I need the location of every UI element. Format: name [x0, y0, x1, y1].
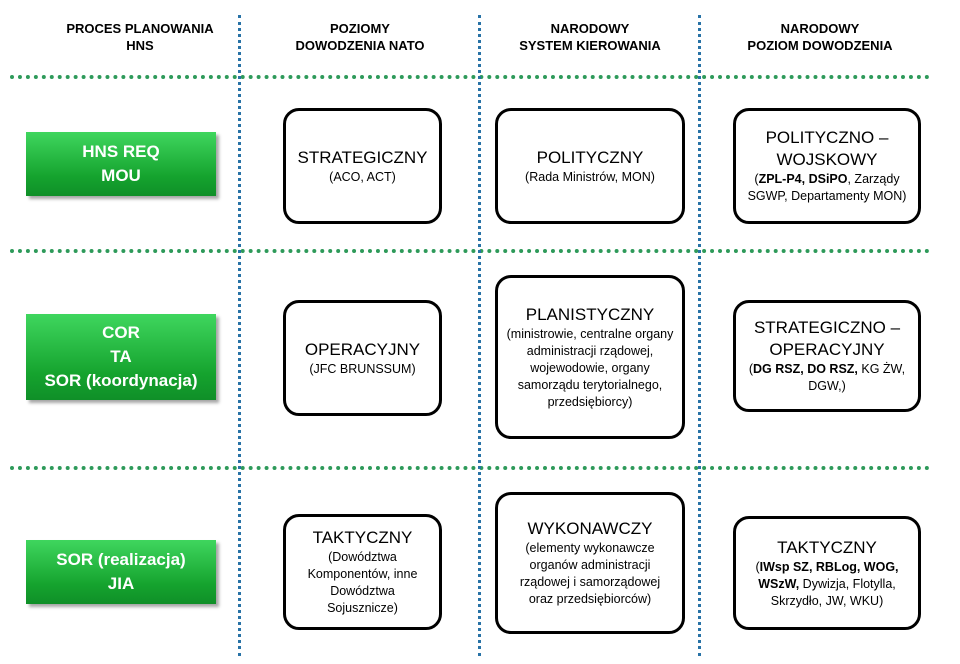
- row-divider-bottom: [10, 466, 930, 470]
- national-level-political-military: POLITYCZNO – WOJSKOWY (ZPL-P4, DSiPO, Za…: [733, 108, 921, 224]
- process-box-3: SOR (realizacja)JIA: [26, 540, 216, 604]
- row-divider-top: [10, 75, 930, 79]
- column-divider-1: [238, 15, 241, 656]
- nato-level-tactical: TAKTYCZNY (Dowództwa Komponentów, inne D…: [283, 514, 442, 630]
- national-level-tactical: TAKTYCZNY (IWsp SZ, RBLog, WOG, WSzW, Dy…: [733, 516, 921, 630]
- row-divider-middle: [10, 249, 930, 253]
- nato-level-operational: OPERACYJNY (JFC BRUNSSUM): [283, 300, 442, 416]
- national-system-executive: WYKONAWCZY (elementy wykonawcze organów …: [495, 492, 685, 634]
- national-level-strategic-operational: STRATEGICZNO – OPERACYJNY (DG RSZ, DO RS…: [733, 300, 921, 412]
- national-system-political: POLITYCZNY (Rada Ministrów, MON): [495, 108, 685, 224]
- column-divider-3: [698, 15, 701, 656]
- national-system-planning: PLANISTYCZNY (ministrowie, centralne org…: [495, 275, 685, 439]
- column-divider-2: [478, 15, 481, 656]
- nato-level-strategic: STRATEGICZNY (ACO, ACT): [283, 108, 442, 224]
